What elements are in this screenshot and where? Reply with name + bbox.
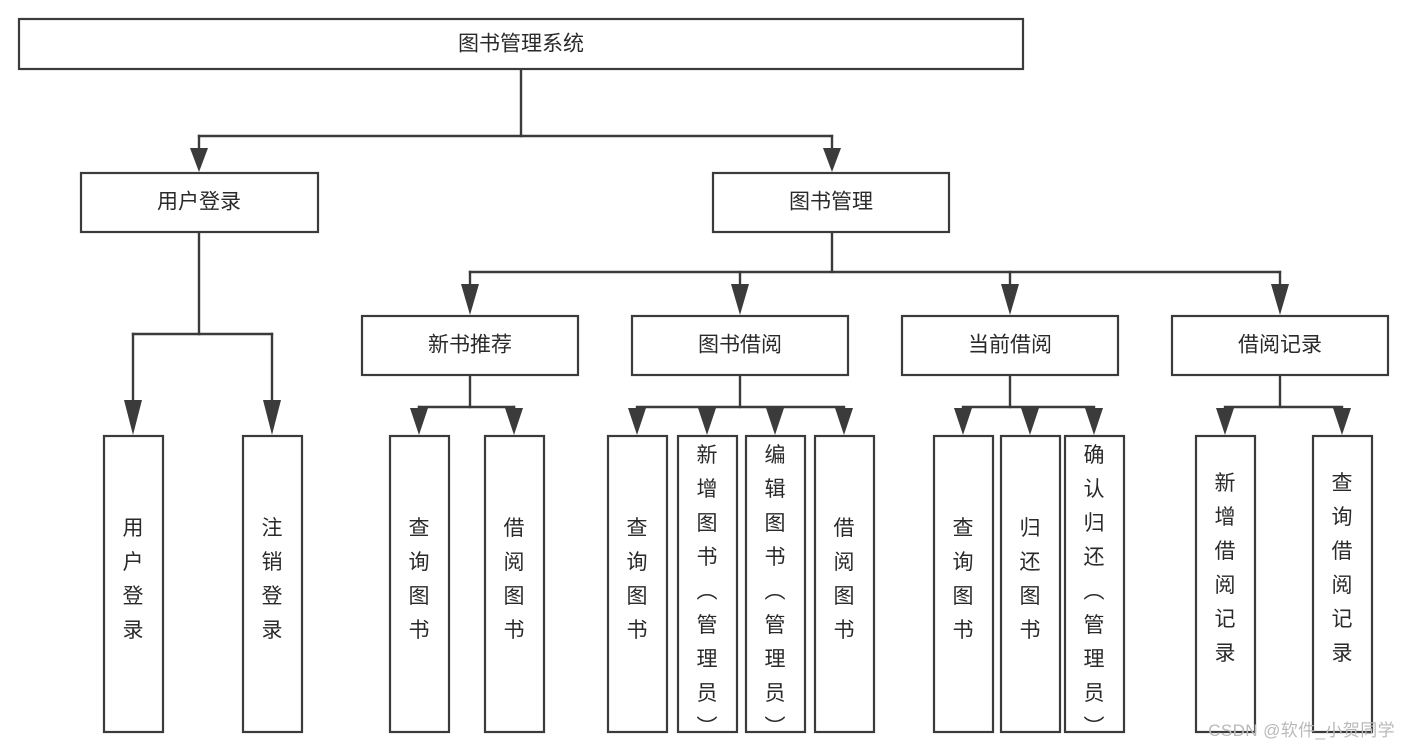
node-user-login-box[interactable] — [79, 171, 320, 234]
node-leaf-confirm-return-label: 确认归还︵管理员︶ — [1084, 444, 1105, 739]
node-leaf-confirm-return-box[interactable] — [1063, 434, 1126, 734]
node-borrow-record-label: 借阅记录 — [1238, 334, 1322, 357]
node-leaf-query-book-2[interactable]: 查询图书 — [606, 434, 669, 734]
node-leaf-query-book-2-label: 查询图书 — [627, 517, 648, 642]
node-borrow-record-box[interactable] — [1170, 314, 1390, 377]
node-leaf-return-book[interactable]: 归还图书 — [999, 434, 1062, 734]
arrow-head-leaf-user-login — [124, 400, 142, 435]
node-root-box[interactable] — [17, 17, 1025, 71]
node-leaf-logout-login-box[interactable] — [241, 434, 304, 734]
node-leaf-borrow-book-2-box[interactable] — [813, 434, 876, 734]
node-leaf-borrow-book-1-label: 借阅图书 — [504, 517, 525, 642]
node-leaf-user-login[interactable]: 用户登录 — [102, 434, 165, 734]
node-leaf-user-login-box[interactable] — [102, 434, 165, 734]
node-leaf-add-book-box[interactable] — [676, 434, 739, 734]
connectors-root-to-level2 — [190, 67, 841, 172]
node-leaf-add-record-box[interactable] — [1194, 434, 1257, 734]
connectors-borrow-record-to-leaves — [1216, 374, 1351, 435]
node-root[interactable]: 图书管理系统 — [17, 17, 1025, 71]
connectors-new-book-to-leaves — [410, 374, 523, 435]
arrow-head-borrow-record — [1271, 284, 1289, 315]
arrow-head-leaf-add-book — [698, 408, 716, 435]
node-leaf-confirm-return[interactable]: 确认归还︵管理员︶ — [1063, 434, 1126, 739]
node-leaf-add-record[interactable]: 新增借阅记录 — [1194, 434, 1257, 734]
node-leaf-query-book-3[interactable]: 查询图书 — [932, 434, 995, 734]
node-leaf-add-book-label: 新增图书︵管理员︶ — [697, 444, 718, 739]
arrow-head-leaf-borrow-book-2 — [835, 408, 853, 435]
node-leaf-borrow-book-1-box[interactable] — [483, 434, 546, 734]
node-leaf-query-book-3-label: 查询图书 — [953, 517, 974, 642]
node-leaf-add-book[interactable]: 新增图书︵管理员︶ — [676, 434, 739, 739]
arrow-head-leaf-query-book-3 — [954, 408, 972, 435]
node-leaf-logout-login[interactable]: 注销登录 — [241, 434, 304, 734]
node-leaf-edit-book-box[interactable] — [744, 434, 807, 734]
node-user-login[interactable]: 用户登录 — [79, 171, 320, 234]
arrow-head-book-management — [823, 148, 841, 172]
node-leaf-query-book-1-box[interactable] — [388, 434, 451, 734]
node-leaf-borrow-book-2-label: 借阅图书 — [834, 517, 855, 642]
connectors-user-login-to-leaves — [124, 231, 281, 435]
node-leaf-query-book-1[interactable]: 查询图书 — [388, 434, 451, 734]
arrow-head-leaf-query-book-2 — [628, 408, 646, 435]
node-leaf-query-book-2-box[interactable] — [606, 434, 669, 734]
node-new-book-recommend-label: 新书推荐 — [428, 334, 512, 357]
csdn-watermark: CSDN @软件_小贺同学 — [1208, 721, 1395, 740]
node-leaf-add-record-label: 新增借阅记录 — [1215, 472, 1236, 665]
node-book-management-label: 图书管理 — [789, 191, 873, 214]
arrow-head-leaf-edit-book — [766, 408, 784, 435]
node-leaf-logout-login-label: 注销登录 — [262, 517, 283, 642]
node-book-borrow-box[interactable] — [630, 314, 850, 377]
node-book-management[interactable]: 图书管理 — [711, 171, 951, 234]
node-new-book-recommend[interactable]: 新书推荐 — [360, 314, 580, 377]
arrow-head-leaf-add-record — [1216, 408, 1234, 435]
arrow-head-leaf-query-book-1 — [410, 408, 428, 435]
node-current-borrow-label: 当前借阅 — [968, 334, 1052, 357]
connectors-book-management-to-level3 — [461, 231, 1289, 315]
node-leaf-query-record-label: 查询借阅记录 — [1332, 472, 1353, 665]
node-leaf-return-book-box[interactable] — [999, 434, 1062, 734]
node-book-borrow[interactable]: 图书借阅 — [630, 314, 850, 377]
arrow-head-leaf-borrow-book-1 — [505, 408, 523, 435]
node-leaf-return-book-label: 归还图书 — [1020, 517, 1041, 642]
arrow-head-leaf-logout-login — [263, 400, 281, 435]
node-borrow-record[interactable]: 借阅记录 — [1170, 314, 1390, 377]
node-leaf-query-record[interactable]: 查询借阅记录 — [1311, 434, 1374, 734]
connectors-current-borrow-to-leaves — [954, 374, 1103, 435]
node-leaf-query-record-box[interactable] — [1311, 434, 1374, 734]
node-leaf-user-login-label: 用户登录 — [123, 517, 144, 642]
arrow-head-new-book-recommend — [461, 284, 479, 315]
arrow-head-leaf-return-book — [1021, 408, 1039, 435]
arrow-head-leaf-confirm-return — [1085, 408, 1103, 435]
node-leaf-query-book-1-label: 查询图书 — [409, 517, 430, 642]
arrow-head-leaf-query-record — [1333, 408, 1351, 435]
node-user-login-label: 用户登录 — [157, 191, 241, 214]
arrow-head-user-login — [190, 148, 208, 172]
node-current-borrow[interactable]: 当前借阅 — [900, 314, 1120, 377]
node-book-management-box[interactable] — [711, 171, 951, 234]
node-root-label: 图书管理系统 — [458, 33, 584, 56]
node-leaf-edit-book[interactable]: 编辑图书︵管理员︶ — [744, 434, 807, 739]
arrow-head-book-borrow — [731, 284, 749, 315]
node-current-borrow-box[interactable] — [900, 314, 1120, 377]
connectors-book-borrow-to-leaves — [628, 374, 853, 435]
node-leaf-borrow-book-2[interactable]: 借阅图书 — [813, 434, 876, 734]
node-new-book-recommend-box[interactable] — [360, 314, 580, 377]
node-leaf-edit-book-label: 编辑图书︵管理员︶ — [765, 444, 786, 739]
node-leaf-query-book-3-box[interactable] — [932, 434, 995, 734]
node-book-borrow-label: 图书借阅 — [698, 334, 782, 357]
node-leaf-borrow-book-1[interactable]: 借阅图书 — [483, 434, 546, 734]
arrow-head-current-borrow — [1001, 284, 1019, 315]
